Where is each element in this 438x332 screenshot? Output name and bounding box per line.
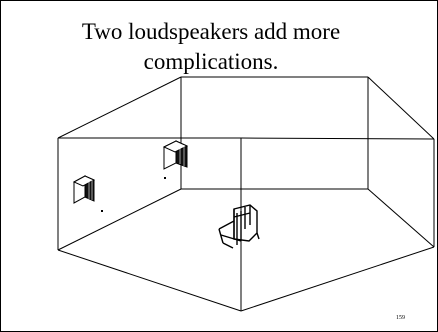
loudspeaker-left-icon	[72, 175, 103, 212]
room-edge-floor-right	[240, 246, 435, 312]
room-edge-front-right-top	[240, 137, 435, 140]
title-line-1: Two loudspeakers add more	[81, 19, 341, 44]
room-edge-floor-left	[57, 249, 242, 312]
title-line-2: complications.	[143, 49, 279, 74]
listener-chair-icon	[218, 204, 260, 249]
loudspeaker-back-icon	[162, 140, 189, 179]
room-edge-right-bottom	[367, 188, 435, 248]
room-edge-right-top	[367, 76, 435, 140]
slide-title: Two loudspeakers add more complications.	[1, 17, 421, 77]
room-edge-floor-back	[57, 188, 182, 251]
room-edge-back-top	[57, 76, 182, 139]
page-number: 159	[396, 315, 405, 321]
